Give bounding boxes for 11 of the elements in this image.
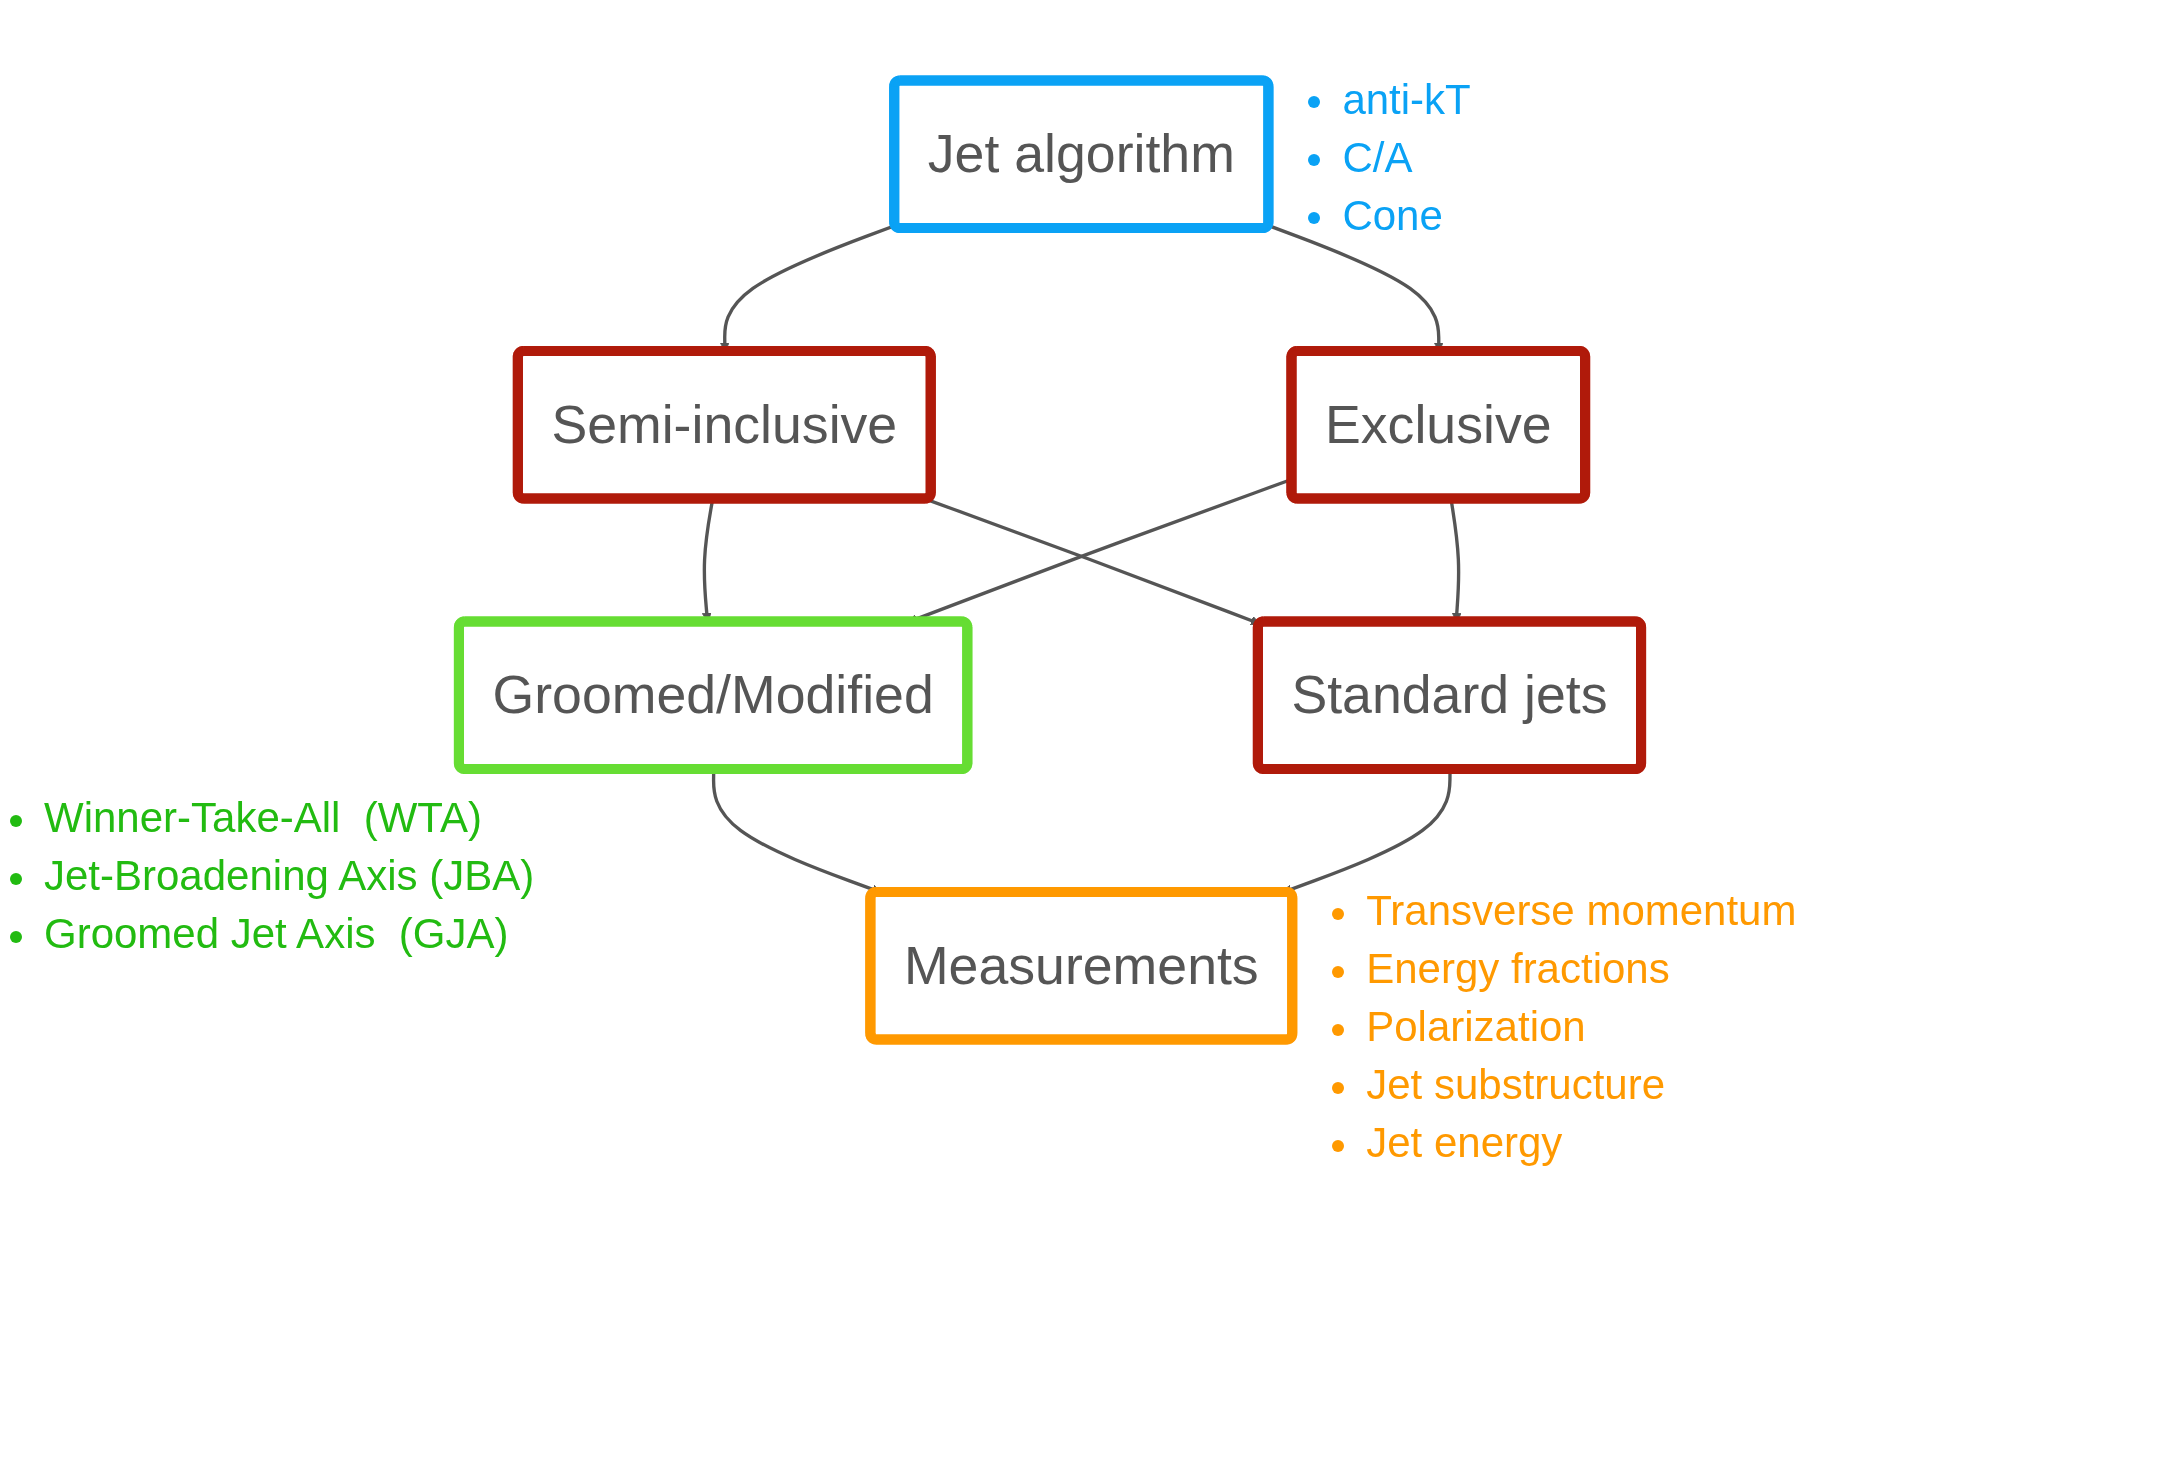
- list-item: Jet energy: [1366, 1118, 1563, 1166]
- list-item: Cone: [1342, 191, 1443, 239]
- list-item: Jet substructure: [1366, 1060, 1666, 1108]
- list-item: C/A: [1342, 133, 1413, 181]
- list-item: Winner-Take-All (WTA): [44, 794, 482, 841]
- list-item: Polarization: [1366, 1002, 1586, 1050]
- list-item: Energy fractions: [1366, 944, 1670, 992]
- list-item: anti-kT: [1342, 75, 1471, 123]
- list-item: Groomed Jet Axis (GJA): [44, 910, 509, 957]
- list-item: Jet-Broadening Axis (JBA): [44, 852, 535, 899]
- list-item: Transverse momentum: [1366, 886, 1797, 934]
